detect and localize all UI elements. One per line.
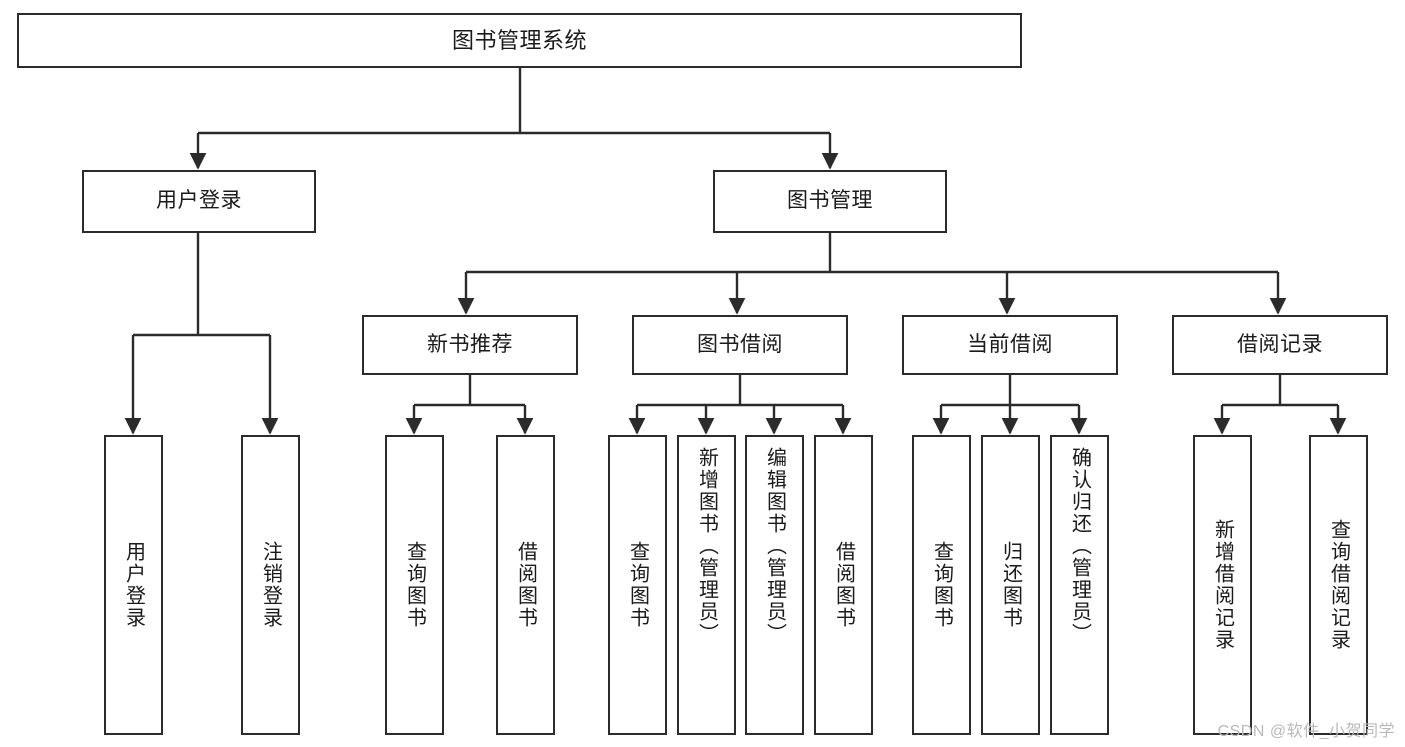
node-current-borrow[interactable]: 当前借阅	[902, 315, 1118, 375]
node-label: 用户登录	[156, 189, 242, 213]
node-borrow-record[interactable]: 借阅记录	[1172, 315, 1388, 375]
node-label: 查询图书	[930, 541, 953, 629]
node-label: 借阅图书	[832, 541, 855, 629]
leaf-node-confirm-return-admin[interactable]: 确认归还（管理员）	[1050, 435, 1109, 735]
node-new-book-recommend[interactable]: 新书推荐	[362, 315, 578, 375]
leaf-node-query-book-new[interactable]: 查询图书	[385, 435, 444, 735]
leaf-node-query-book-borrow[interactable]: 查询图书	[608, 435, 667, 735]
leaf-node-return-book[interactable]: 归还图书	[981, 435, 1040, 735]
node-label: 确认归还（管理员）	[1068, 447, 1091, 645]
leaf-node-add-book-admin[interactable]: 新增图书（管理员）	[677, 435, 736, 735]
leaf-node-borrow-book-new[interactable]: 借阅图书	[496, 435, 555, 735]
node-label: 归还图书	[999, 541, 1022, 629]
node-user-login[interactable]: 用户登录	[82, 170, 316, 233]
node-label: 新增图书（管理员）	[695, 447, 718, 645]
node-label: 注销登录	[259, 541, 282, 629]
node-label: 新书推荐	[427, 332, 513, 356]
node-label: 图书管理	[787, 189, 873, 213]
node-label: 查询图书	[626, 541, 649, 629]
leaf-node-logout-login[interactable]: 注销登录	[241, 435, 300, 735]
node-label: 当前借阅	[967, 332, 1053, 356]
node-label: 查询借阅记录	[1327, 519, 1350, 651]
node-label: 编辑图书（管理员）	[763, 447, 786, 645]
leaf-node-query-borrow-record[interactable]: 查询借阅记录	[1309, 435, 1368, 735]
node-label: 用户登录	[122, 541, 145, 629]
node-label: 图书借阅	[697, 332, 783, 356]
node-label: 图书管理系统	[451, 27, 587, 53]
leaf-node-borrow-book-borrow[interactable]: 借阅图书	[814, 435, 873, 735]
node-book-management[interactable]: 图书管理	[713, 170, 947, 233]
leaf-node-add-borrow-record[interactable]: 新增借阅记录	[1193, 435, 1252, 735]
leaf-node-user-login[interactable]: 用户登录	[104, 435, 163, 735]
leaf-node-edit-book-admin[interactable]: 编辑图书（管理员）	[745, 435, 804, 735]
node-label: 新增借阅记录	[1211, 519, 1234, 651]
node-root-book-management-system[interactable]: 图书管理系统	[17, 13, 1022, 68]
node-label: 借阅图书	[514, 541, 537, 629]
node-label: 查询图书	[403, 541, 426, 629]
leaf-node-query-book-current[interactable]: 查询图书	[912, 435, 971, 735]
node-label: 借阅记录	[1237, 332, 1323, 356]
node-book-borrow[interactable]: 图书借阅	[632, 315, 848, 375]
